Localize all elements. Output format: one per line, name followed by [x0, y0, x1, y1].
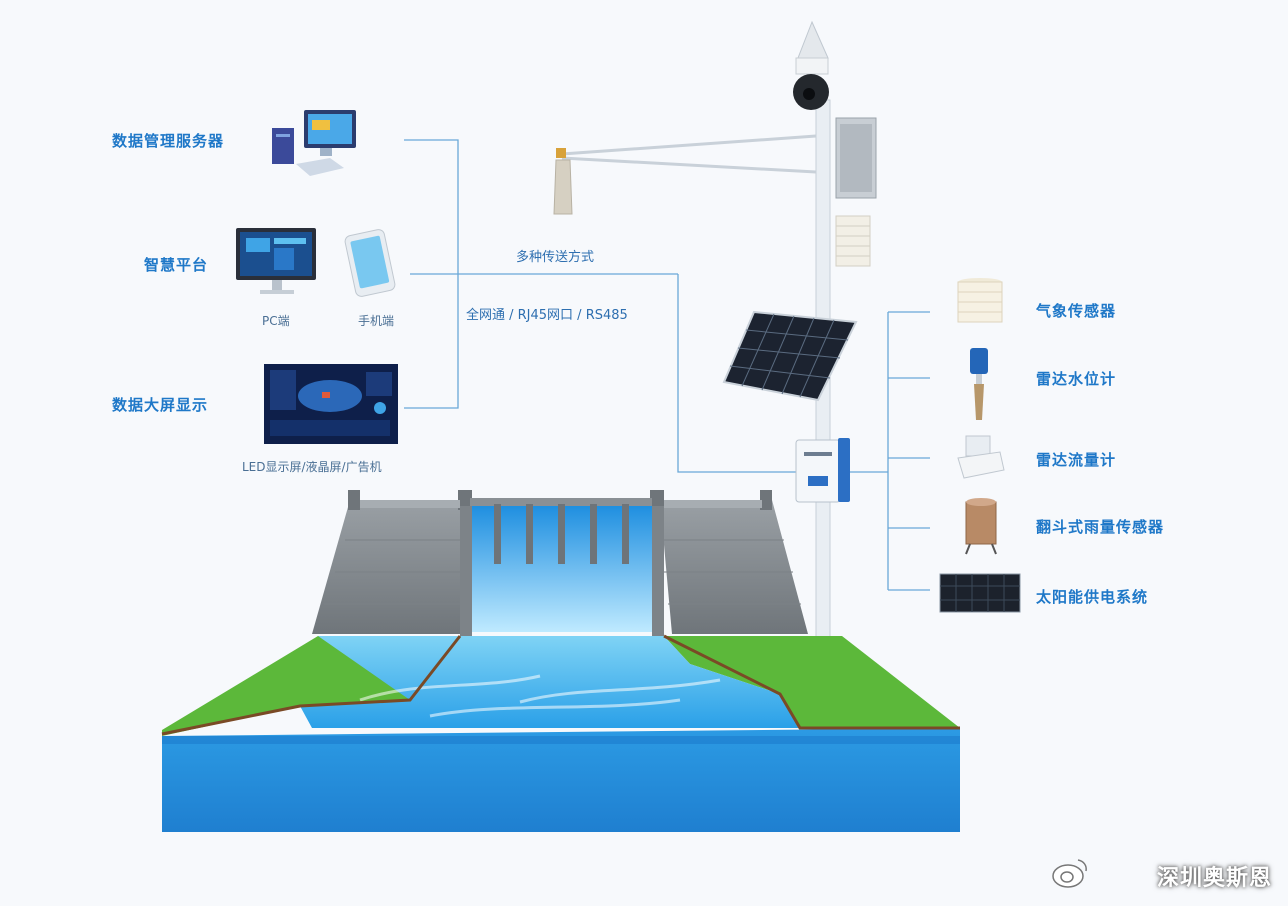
transmission-title: 多种传送方式: [516, 250, 595, 265]
left-connector-lines: [404, 139, 798, 473]
right-connector-lines: [848, 311, 930, 591]
pc-caption: PC端: [262, 314, 290, 328]
weather-sensor-icon: [957, 278, 1003, 323]
mobile-phone-icon: [344, 229, 396, 297]
server-computer-icon: [272, 110, 356, 176]
dam-structure: [312, 490, 808, 638]
led-big-screen-icon: [264, 364, 398, 444]
transmission-methods: 全网通 / RJ45网口 / RS485: [466, 308, 628, 323]
sensor-label-water-level: 雷达水位计: [1036, 370, 1117, 388]
pc-monitor-icon: [236, 228, 316, 294]
monitoring-pole: [553, 20, 877, 675]
sensor-label-weather: 气象传感器: [1036, 302, 1117, 320]
river-landscape: [161, 634, 960, 832]
weibo-logo-icon: [1052, 859, 1087, 888]
rain-gauge-icon: [965, 498, 997, 555]
led-caption: LED显示屏/液晶屏/广告机: [242, 460, 382, 474]
server-label: 数据管理服务器: [112, 132, 225, 150]
radar-flow-meter-icon: [957, 435, 1005, 479]
mobile-caption: 手机端: [358, 314, 395, 328]
sensor-label-rain-gauge: 翻斗式雨量传感器: [1036, 518, 1165, 536]
watermark-text: 深圳奥斯恩: [1156, 866, 1272, 891]
big-screen-label: 数据大屏显示: [112, 396, 209, 414]
radar-water-level-icon: [970, 348, 988, 420]
sensor-label-flow-meter: 雷达流量计: [1036, 451, 1117, 469]
sensor-label-solar: 太阳能供电系统: [1036, 588, 1149, 606]
solar-panel-icon: [939, 573, 1021, 613]
smart-platform-label: 智慧平台: [144, 256, 209, 274]
